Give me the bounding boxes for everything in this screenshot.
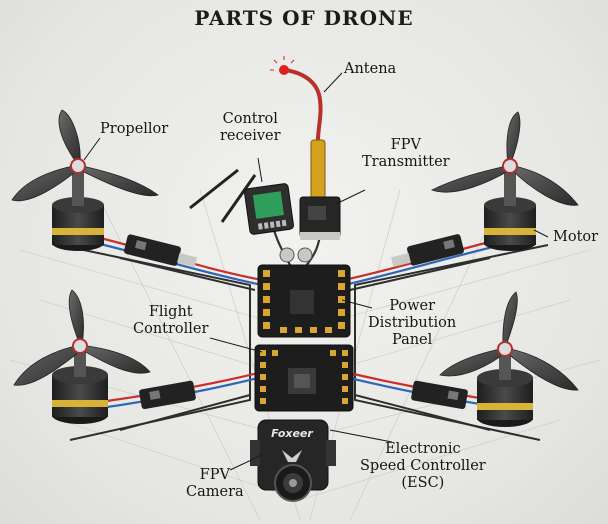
esc-front-left — [124, 234, 197, 268]
motor-front-left — [52, 170, 104, 251]
label-motor: Motor — [553, 229, 599, 245]
propeller-front-right — [430, 111, 579, 206]
label-propellor: Propellor — [100, 121, 169, 137]
label-esc-line1: Electronic — [385, 441, 461, 457]
fpv-camera — [250, 419, 336, 502]
camera-brand-logo: Foxeer — [271, 427, 313, 440]
label-control-receiver: Control receiver — [220, 111, 281, 145]
frame-arms — [59, 244, 549, 441]
label-fpv-transmitter-line2: Transmitter — [362, 154, 450, 170]
motor-rear-left — [52, 345, 108, 424]
propeller-front-left — [11, 109, 159, 202]
label-esc-line2: Speed Controller — [360, 458, 486, 474]
flight-controller — [254, 344, 354, 412]
label-control-receiver-line2: receiver — [220, 128, 281, 144]
label-esc: Electronic Speed Controller (ESC) — [360, 441, 486, 492]
motor-front-right — [484, 170, 536, 251]
label-fpv-camera: FPV Camera — [186, 467, 244, 501]
label-flight-controller-line1: Flight — [148, 304, 193, 320]
label-fpv-transmitter-line1: FPV — [390, 137, 421, 153]
label-fpv-transmitter: FPV Transmitter — [362, 137, 450, 171]
label-flight-controller: Flight Controller — [133, 304, 208, 338]
label-fpv-camera-line2: Camera — [186, 484, 244, 500]
propeller-rear-left — [13, 289, 151, 386]
propeller-rear-right — [439, 291, 579, 391]
label-fpv-camera-line1: FPV — [199, 467, 230, 483]
page-title: PARTS OF DRONE — [194, 6, 414, 30]
power-distribution-panel — [257, 247, 351, 338]
esc-front-right — [391, 234, 464, 268]
label-flight-controller-line2: Controller — [133, 321, 209, 337]
label-power-distribution-panel: Power Distribution Panel — [368, 298, 456, 349]
esc-rear-right — [411, 380, 468, 410]
esc-rear-left — [139, 380, 196, 410]
label-control-receiver-line1: Control — [222, 111, 278, 127]
label-esc-line3: (ESC) — [401, 475, 445, 491]
label-pdp-line1: Power — [389, 298, 436, 314]
label-antena: Antena — [344, 61, 397, 77]
label-pdp-line3: Panel — [391, 332, 433, 348]
leader-lines — [83, 72, 549, 471]
fpv-transmitter — [299, 196, 341, 240]
label-pdp-line2: Distribution — [368, 315, 457, 331]
motor-rear-right — [477, 348, 533, 427]
control-receiver — [189, 168, 294, 235]
